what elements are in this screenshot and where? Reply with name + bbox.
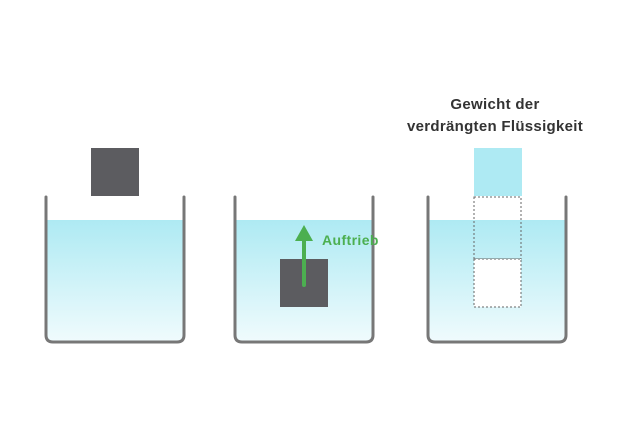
buoyancy-arrow-head <box>295 225 313 241</box>
beaker-1-outline <box>44 195 186 344</box>
buoyancy-label: Auftrieb <box>322 232 379 248</box>
beaker-2-outline <box>233 195 375 344</box>
up-arrow-icon <box>295 225 313 287</box>
block-above-water <box>91 148 139 196</box>
beaker-1 <box>44 148 186 344</box>
displaced-weight-caption: Gewicht der verdrängten Flüssigkeit <box>380 94 610 138</box>
caption-line-1: Gewicht der <box>450 96 540 113</box>
caption-line-2: verdrängten Flüssigkeit <box>406 118 584 135</box>
beaker-1-water <box>46 220 184 342</box>
beaker-3 <box>426 148 568 344</box>
displaced-liquid-block <box>474 148 522 196</box>
beaker-2: Auftrieb <box>233 195 379 344</box>
displacement-void-block <box>473 258 522 308</box>
beaker-3-outline <box>426 195 568 344</box>
